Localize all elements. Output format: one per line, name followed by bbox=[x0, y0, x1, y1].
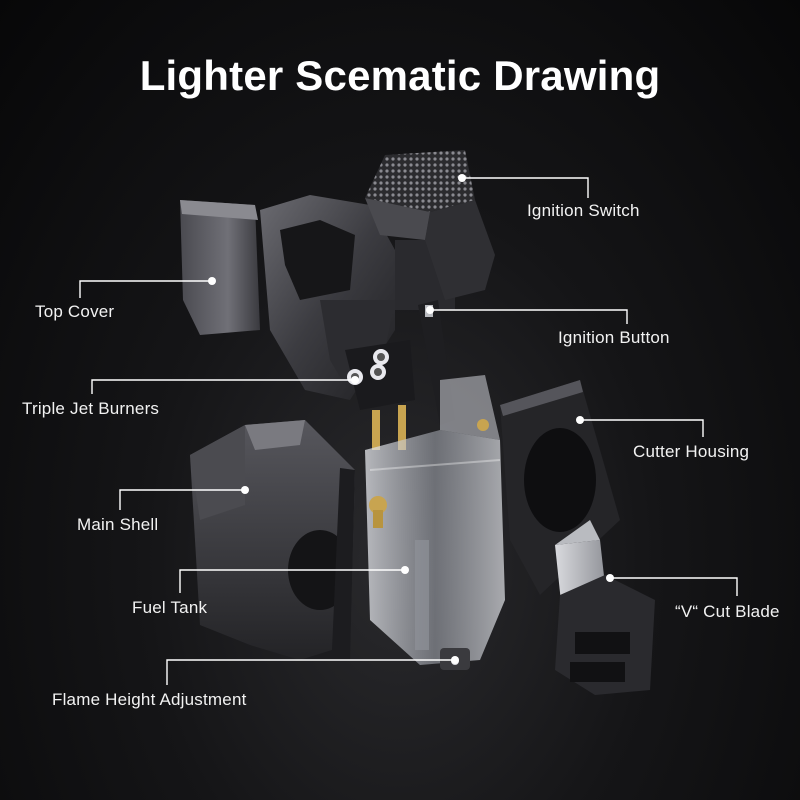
leader-fuel-tank bbox=[179, 569, 405, 593]
label-main-shell: Main Shell bbox=[77, 515, 159, 534]
v-cut-blade-part bbox=[555, 520, 655, 695]
label-triple-jet-burners: Triple Jet Burners bbox=[22, 399, 160, 418]
label-cutter-housing: Cutter Housing bbox=[633, 442, 750, 461]
diagram-title: Lighter Scematic Drawing bbox=[139, 52, 661, 99]
leader-dots bbox=[208, 174, 614, 664]
leader-top-cover bbox=[79, 280, 212, 298]
leader-cutter-housing bbox=[580, 419, 704, 437]
ignition-switch-part bbox=[365, 150, 495, 300]
leader-main-shell bbox=[119, 489, 245, 510]
top-cover-part bbox=[180, 200, 260, 335]
main-shell-part bbox=[190, 420, 355, 660]
label-fuel-tank: Fuel Tank bbox=[132, 598, 208, 617]
triple-jet-burners-part bbox=[345, 340, 415, 450]
label-top-cover: Top Cover bbox=[35, 302, 115, 321]
label-ignition-button: Ignition Button bbox=[558, 328, 670, 347]
leader-flame-height bbox=[166, 659, 455, 685]
leader-ignition-button bbox=[430, 309, 628, 324]
leader-triple-jet-burners bbox=[91, 379, 355, 394]
label-v-cut-blade: “V“ Cut Blade bbox=[675, 602, 780, 621]
label-ignition-switch: Ignition Switch bbox=[527, 201, 640, 220]
leader-lines bbox=[79, 177, 738, 685]
leader-ignition-switch bbox=[462, 177, 589, 198]
label-flame-height-adjustment: Flame Height Adjustment bbox=[52, 690, 247, 709]
leader-v-cut-blade bbox=[610, 577, 738, 596]
fuel-tank-part bbox=[365, 375, 505, 670]
